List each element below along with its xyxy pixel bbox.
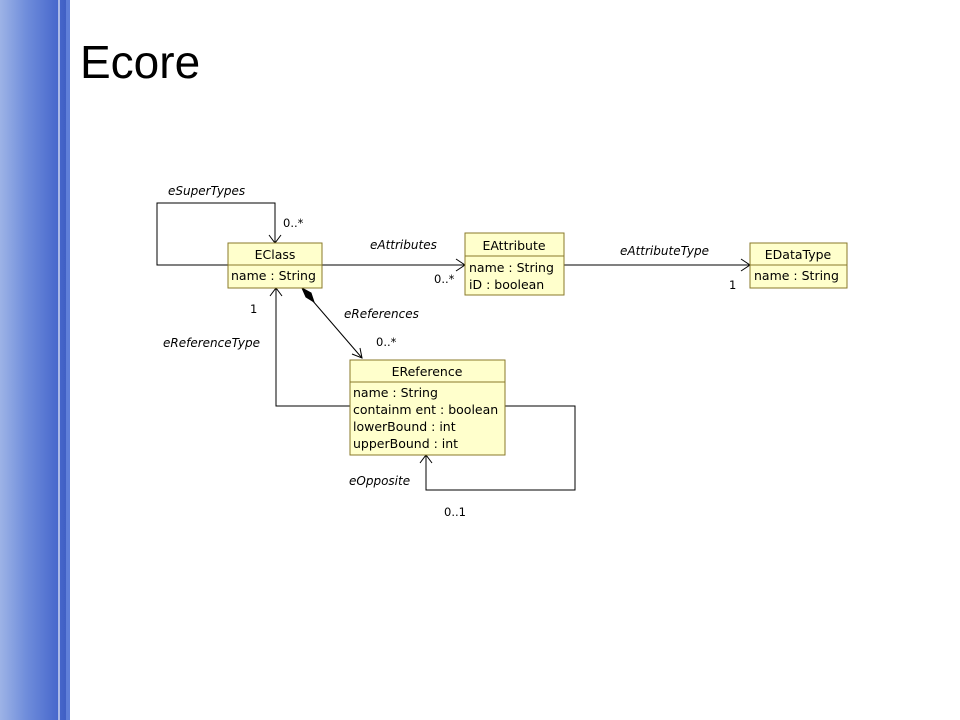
ereferencetype-label: eReferenceType (163, 336, 260, 350)
class-eattribute-name: EAttribute (482, 238, 545, 253)
esupertypes-label: eSuperTypes (168, 184, 245, 198)
class-ereference-attr: lowerBound : int (353, 419, 456, 434)
slide-side-border (66, 0, 70, 720)
class-eattribute: EAttribute name : String iD : boolean (464, 232, 565, 296)
ereferences-arrowhead (351, 347, 363, 359)
class-edatatype-attr: name : String (754, 268, 839, 283)
class-ereference-attr: upperBound : int (353, 436, 458, 451)
esupertypes-multiplicity: 0..* (283, 216, 304, 230)
ereferences-edge (311, 299, 363, 359)
class-ereference-attr: containm ent : boolean (353, 402, 498, 417)
composition-diamond (300, 286, 315, 304)
class-eclass-name: EClass (255, 247, 296, 262)
class-eattribute-attr: name : String (469, 260, 554, 275)
slide-side-highlight (58, 0, 60, 720)
ereferences-label: eReferences (344, 307, 419, 321)
ereferences-multiplicity: 0..* (376, 335, 397, 349)
class-eclass: EClass name : String (227, 242, 323, 289)
class-eclass-attr: name : String (231, 268, 316, 283)
ereferencetype-edge (275, 288, 350, 407)
eopposite-multiplicity: 0..1 (444, 505, 466, 519)
esupertypes-edge (156, 202, 276, 266)
eattributetype-label: eAttributeType (620, 244, 709, 258)
class-eattribute-attr: iD : boolean (469, 277, 544, 292)
ereferencetype-multiplicity: 1 (250, 302, 257, 316)
eattributes-multiplicity: 0..* (434, 272, 455, 286)
class-ereference: EReference name : String containm ent : … (349, 359, 506, 456)
class-edatatype-name: EDataType (765, 247, 832, 262)
slide-side-band (0, 0, 66, 720)
class-ereference-name: EReference (392, 364, 463, 379)
class-edatatype: EDataType name : String (749, 242, 848, 289)
class-ereference-attr: name : String (353, 385, 438, 400)
eattributetype-multiplicity: 1 (729, 278, 736, 292)
slide-title: Ecore (80, 36, 201, 88)
eopposite-label: eOpposite (349, 474, 410, 488)
eattributes-label: eAttributes (370, 238, 437, 252)
eopposite-edge (425, 405, 576, 491)
